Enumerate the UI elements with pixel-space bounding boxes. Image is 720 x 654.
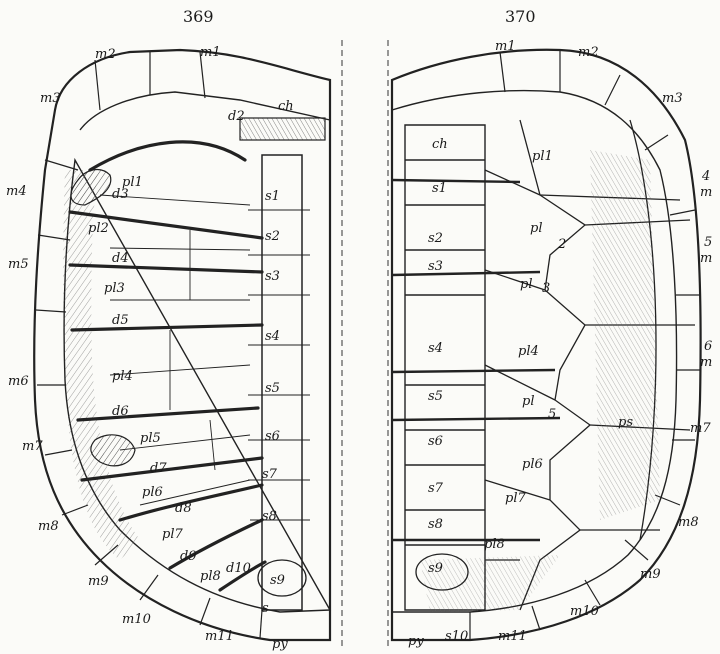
label-r-pl5: pl: [522, 394, 534, 409]
label-r-pl3: pl: [520, 277, 532, 292]
label-d7: d7: [150, 461, 167, 476]
label-m4: m4: [6, 184, 27, 199]
label-r-m11: m11: [498, 629, 527, 644]
label-r-s3: s3: [428, 259, 443, 274]
label-pl7: pl7: [162, 527, 183, 542]
label-r-s9: s9: [428, 561, 443, 576]
label-r-s5: s5: [428, 389, 443, 404]
label-r-py: py: [408, 634, 424, 649]
left-nuchal-plate: [240, 118, 325, 140]
label-m11: m11: [205, 629, 234, 644]
label-py: py: [272, 637, 288, 652]
label-pl2: pl2: [88, 221, 109, 236]
label-r-m1: m1: [495, 39, 516, 54]
label-r-pl5-num: 5: [548, 407, 556, 422]
label-m3: m3: [40, 91, 61, 106]
label-r-m6-num: 6: [704, 339, 712, 354]
label-d4: d4: [112, 251, 129, 266]
label-r-s6: s6: [428, 434, 443, 449]
label-r-m5: m: [700, 251, 712, 266]
label-pl6: pl6: [142, 485, 163, 500]
right-plate-shading: [590, 150, 660, 520]
label-s1: s1: [265, 189, 280, 204]
label-m1: m1: [200, 45, 221, 60]
label-r-ch: ch: [432, 137, 448, 152]
label-r-s7: s7: [428, 481, 444, 496]
label-d5: d5: [112, 313, 129, 328]
label-r-m3: m3: [662, 91, 683, 106]
label-r-pl3-num: 3: [542, 281, 550, 296]
label-r-pl6: pl6: [522, 457, 543, 472]
label-m10: m10: [122, 612, 151, 627]
label-s4: s4: [265, 329, 280, 344]
label-r-pl1: pl1: [532, 149, 553, 164]
label-m9: m9: [88, 574, 109, 589]
right-neural-column: [405, 125, 485, 610]
label-r-s8: s8: [428, 517, 443, 532]
label-pl3: pl3: [104, 281, 125, 296]
label-r-s4: s4: [428, 341, 443, 356]
label-m8: m8: [38, 519, 59, 534]
label-r-m6: m: [700, 355, 712, 370]
label-r-s10: s10: [445, 629, 468, 644]
label-r-m4-num: 4: [701, 169, 710, 184]
label-ch: ch: [278, 99, 294, 114]
label-r-pl2-num: 2: [557, 237, 566, 252]
label-m2: m2: [95, 47, 116, 62]
label-d9: d9: [180, 549, 197, 564]
label-pl8: pl8: [200, 569, 221, 584]
label-s5: s5: [265, 381, 280, 396]
label-r-m10: m10: [570, 604, 599, 619]
label-m5: m5: [8, 257, 29, 272]
label-m6: m6: [8, 374, 29, 389]
label-s6: s6: [265, 429, 280, 444]
label-s10: s: [262, 601, 269, 616]
label-pl1: pl1: [122, 175, 143, 190]
label-r-pl2: pl: [530, 221, 542, 236]
label-r-s2: s2: [428, 231, 443, 246]
figure-number-369: 369: [183, 7, 214, 26]
label-s2: s2: [265, 229, 280, 244]
label-r-m4: m: [700, 185, 712, 200]
label-s7: s7: [262, 467, 278, 482]
figure-number-370: 370: [505, 7, 536, 26]
label-r-m5-num: 5: [704, 235, 712, 250]
label-r-s1: s1: [432, 181, 447, 196]
label-s8: s8: [262, 509, 277, 524]
label-r-pl8: pl8: [484, 537, 505, 552]
label-s3: s3: [265, 269, 280, 284]
label-r-pl7: pl7: [505, 491, 526, 506]
label-d10: d10: [226, 561, 251, 576]
label-r-ps: ps: [618, 415, 633, 430]
label-d6: d6: [112, 404, 129, 419]
label-d2: d2: [228, 109, 245, 124]
label-pl4: pl4: [112, 369, 133, 384]
label-r-m7: m7: [690, 421, 711, 436]
label-pl5: pl5: [140, 431, 161, 446]
label-d8: d8: [175, 501, 192, 516]
label-s9: s9: [270, 573, 285, 588]
label-r-m2: m2: [578, 45, 599, 60]
label-r-m9: m9: [640, 567, 661, 582]
label-m7: m7: [22, 439, 43, 454]
label-r-pl4: pl4: [518, 344, 539, 359]
right-pleural-sutures: [485, 120, 695, 610]
left-neural-plate-divisions: [248, 210, 310, 520]
label-r-m8: m8: [678, 515, 699, 530]
